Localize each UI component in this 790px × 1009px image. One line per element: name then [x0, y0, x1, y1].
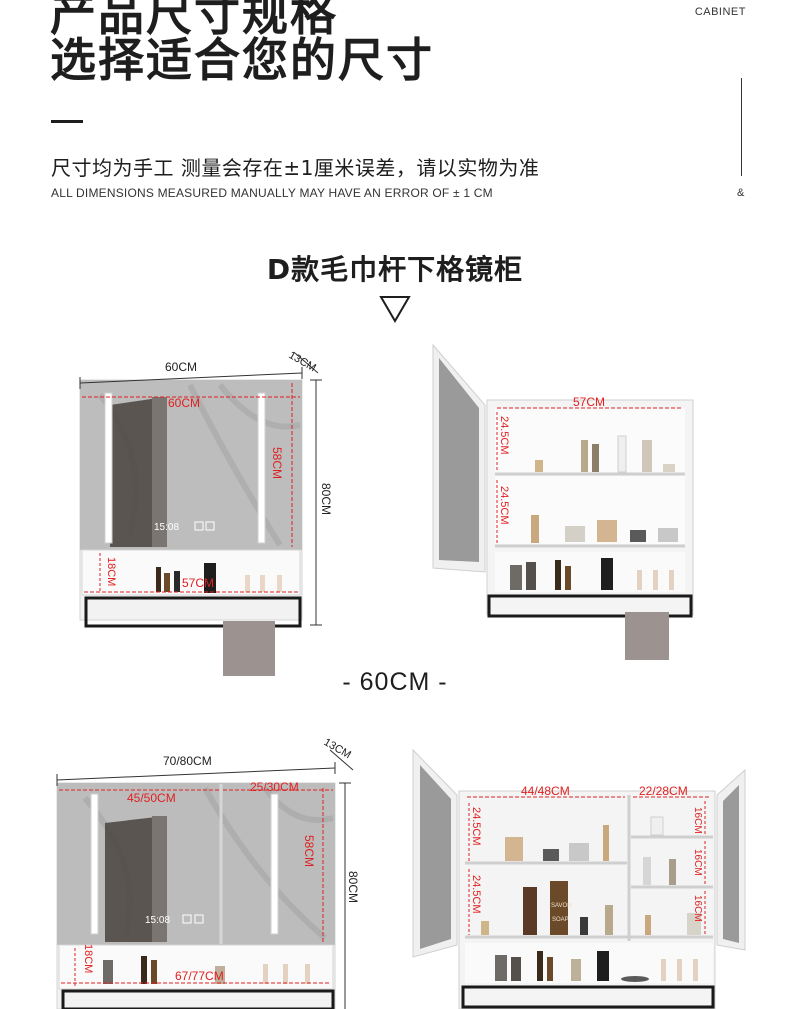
cabinet-70-80-open-figure: SAVON SOAP 44/48CM 22/28CM 24.5CM 24.5CM… — [412, 748, 746, 1009]
width-label: 60CM — [165, 360, 197, 374]
page-title: 选择适合您的尺寸 — [50, 33, 434, 87]
cabinet-label: CABINET — [694, 6, 746, 18]
page-title-top: 产品尺寸规格 — [50, 0, 338, 41]
shelf-height-label: 18CM — [82, 944, 94, 973]
inner-width-label: 57CM — [573, 395, 605, 409]
mirror-height-label: 58CM — [302, 835, 316, 867]
right-door-width-label: 25/30CM — [250, 780, 299, 794]
measurement-note-en: ALL DIMENSIONS MEASURED MANUALLY MAY HAV… — [51, 186, 493, 200]
mirror-height-label: 58CM — [270, 447, 284, 479]
height-label: 80CM — [346, 871, 360, 903]
height-label: 80CM — [319, 483, 333, 515]
left-door-width-label: 45/50CM — [127, 791, 176, 805]
right-compartment-2-label: 16CM — [692, 849, 703, 876]
clock-display: 15:08 — [145, 915, 170, 926]
shelf-width-label: 67/77CM — [175, 969, 224, 983]
upper-compartment-label: 24.5CM — [470, 807, 482, 846]
width-label: 70/80CM — [163, 754, 212, 768]
depth-label: 13CM — [322, 736, 353, 761]
ampersand-label: & — [737, 187, 745, 199]
right-width-label: 22/28CM — [639, 784, 688, 798]
clock-display: 15:08 — [154, 522, 179, 533]
lower-compartment-label: 24.5CM — [498, 486, 510, 525]
bottle-label-soap: SOAP — [552, 917, 569, 923]
upper-compartment-label: 24.5CM — [498, 416, 510, 455]
measurement-note-cn: 尺寸均为手工 测量会存在±1厘米误差，请以实物为准 — [51, 156, 540, 180]
mirror-width-label: 60CM — [168, 396, 200, 410]
mirror-panel — [57, 783, 335, 945]
title-dash — [51, 120, 83, 123]
lower-compartment-label: 24.5CM — [470, 875, 482, 914]
shelf-width-label: 57CM — [182, 576, 214, 590]
cabinet-60-front-figure: 15:08 60CM 13CM 60CM 58CM 80CM 18CM 57CM — [79, 349, 333, 676]
section-title: D款毛巾杆下格镜柜 — [266, 253, 524, 286]
right-compartment-3-label: 16CM — [692, 895, 703, 922]
down-triangle-icon — [379, 296, 411, 323]
left-width-label: 44/48CM — [521, 784, 570, 798]
shelf-height-label: 18CM — [105, 557, 117, 586]
vertical-divider — [741, 78, 742, 176]
cabinet-70-80-front-figure: 15:08 70/80CM 13CM 45/50CM 25/30CM 58CM … — [56, 736, 360, 1009]
cabinet-60-open-figure: 57CM 24.5CM 24.5CM — [432, 343, 694, 660]
bottle-label-savon: SAVON — [551, 903, 572, 909]
right-compartment-1-label: 16CM — [692, 807, 703, 834]
size-60-label: - 60CM - — [342, 668, 448, 696]
